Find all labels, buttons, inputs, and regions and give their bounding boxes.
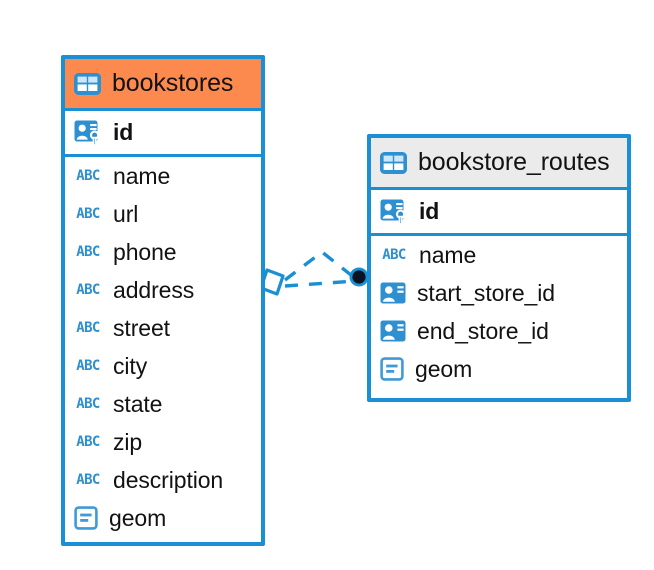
column-label: state	[113, 390, 163, 417]
column-label: address	[113, 276, 195, 303]
text-abc-icon: ABC	[76, 282, 100, 298]
column-label: start_store_id	[417, 279, 555, 306]
column-row-geom[interactable]: geom	[65, 499, 261, 537]
text-abc-icon: ABC	[76, 358, 100, 374]
column-row-id[interactable]: id	[371, 190, 627, 236]
text-abc-icon: ABC	[382, 247, 406, 263]
primary-key-icon	[380, 199, 408, 225]
column-row-geom[interactable]: geom	[371, 350, 627, 388]
column-row-address[interactable]: ABC address	[65, 271, 261, 309]
column-row-name[interactable]: ABC name	[371, 236, 627, 274]
column-row-url[interactable]: ABC url	[65, 195, 261, 233]
relationship-branch-upper	[283, 249, 358, 282]
table-icon	[380, 151, 407, 174]
column-row-start-store-id[interactable]: start_store_id	[371, 274, 627, 312]
column-label: zip	[113, 428, 143, 455]
table-icon	[74, 72, 101, 95]
geometry-icon	[380, 357, 404, 381]
entity-header-bookstore-routes[interactable]: bookstore_routes	[371, 138, 627, 190]
entity-title: bookstores	[112, 69, 234, 97]
text-abc-icon: ABC	[76, 244, 100, 260]
column-label: name	[113, 162, 171, 189]
text-abc-icon: ABC	[76, 168, 100, 184]
primary-key-icon	[74, 120, 102, 146]
filled-circle-marker	[349, 267, 369, 287]
column-label: end_store_id	[417, 317, 549, 344]
column-row-end-store-id[interactable]: end_store_id	[371, 312, 627, 350]
text-abc-icon: ABC	[76, 396, 100, 412]
text-abc-icon: ABC	[76, 320, 100, 336]
column-label: id	[113, 119, 134, 145]
entity-table-bookstore-routes[interactable]: bookstore_routes id ABC name	[367, 134, 631, 402]
entity-table-bookstores[interactable]: bookstores id ABC name	[61, 55, 265, 546]
column-row-zip[interactable]: ABC zip	[65, 423, 261, 461]
column-row-description[interactable]: ABC description	[65, 461, 261, 499]
column-row-id[interactable]: id	[65, 111, 261, 157]
column-label: description	[113, 466, 224, 493]
column-label: geom	[109, 504, 167, 531]
column-label: id	[419, 198, 440, 224]
entity-title: bookstore_routes	[418, 148, 610, 176]
column-label: city	[113, 352, 148, 379]
column-row-name[interactable]: ABC name	[65, 157, 261, 195]
text-abc-icon: ABC	[76, 434, 100, 450]
relationship-branch-lower	[284, 279, 357, 288]
geometry-icon	[74, 506, 98, 530]
column-row-phone[interactable]: ABC phone	[65, 233, 261, 271]
column-label: url	[113, 200, 139, 227]
column-row-city[interactable]: ABC city	[65, 347, 261, 385]
text-abc-icon: ABC	[76, 206, 100, 222]
column-row-state[interactable]: ABC state	[65, 385, 261, 423]
column-label: name	[419, 241, 477, 268]
text-abc-icon: ABC	[76, 472, 100, 488]
entity-header-bookstores[interactable]: bookstores	[65, 59, 261, 111]
foreign-key-icon	[380, 282, 406, 304]
column-label: phone	[113, 238, 177, 265]
column-row-street[interactable]: ABC street	[65, 309, 261, 347]
column-label: street	[113, 314, 170, 341]
foreign-key-icon	[380, 320, 406, 342]
column-label: geom	[415, 355, 473, 382]
